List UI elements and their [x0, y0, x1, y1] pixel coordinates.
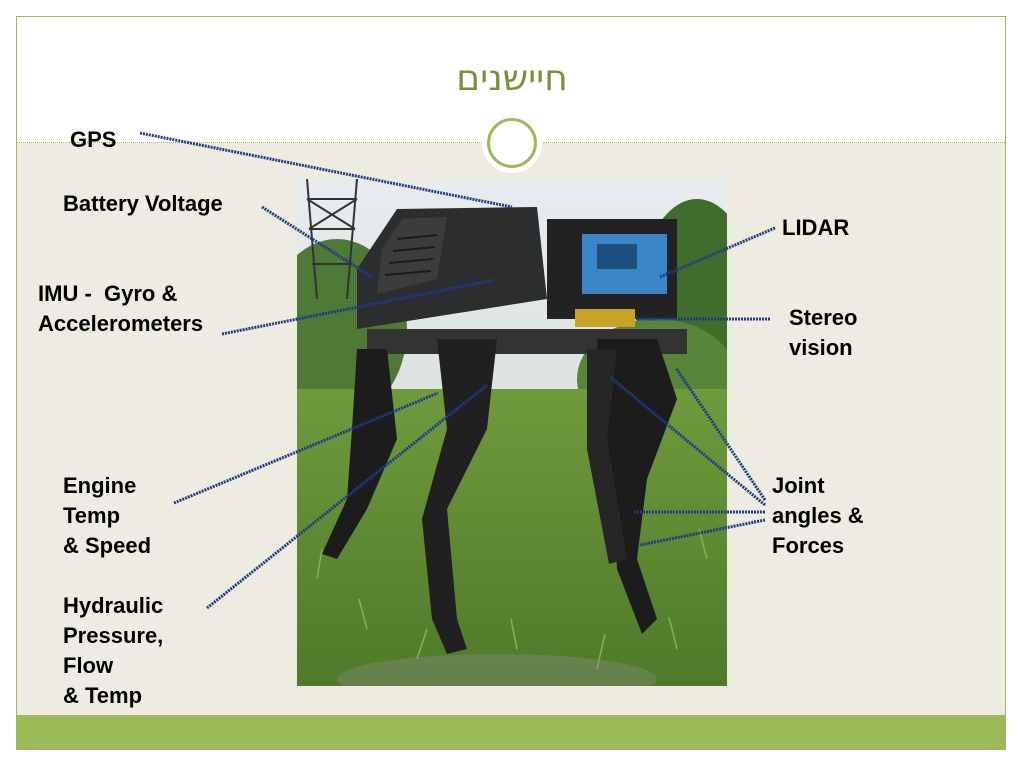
- circle-ornament-icon: [482, 113, 542, 173]
- label-imu: IMU - Gyro & Accelerometers: [38, 281, 204, 336]
- slide-title: חיישנים: [456, 58, 568, 99]
- label-lidar: LIDAR: [782, 215, 850, 240]
- label-battery-voltage: Battery Voltage: [63, 191, 223, 216]
- robot-photo: [297, 179, 727, 686]
- title-divider-right: [543, 142, 1005, 143]
- footer-band: [17, 715, 1005, 750]
- label-hydraulic: Hydraulic Pressure, Flow & Temp: [63, 593, 164, 708]
- label-engine: Engine Temp & Speed: [63, 473, 152, 558]
- label-stereo: Stereo vision: [789, 305, 858, 360]
- label-gps: GPS: [70, 127, 117, 152]
- label-joint: Joint angles & Forces: [772, 473, 864, 558]
